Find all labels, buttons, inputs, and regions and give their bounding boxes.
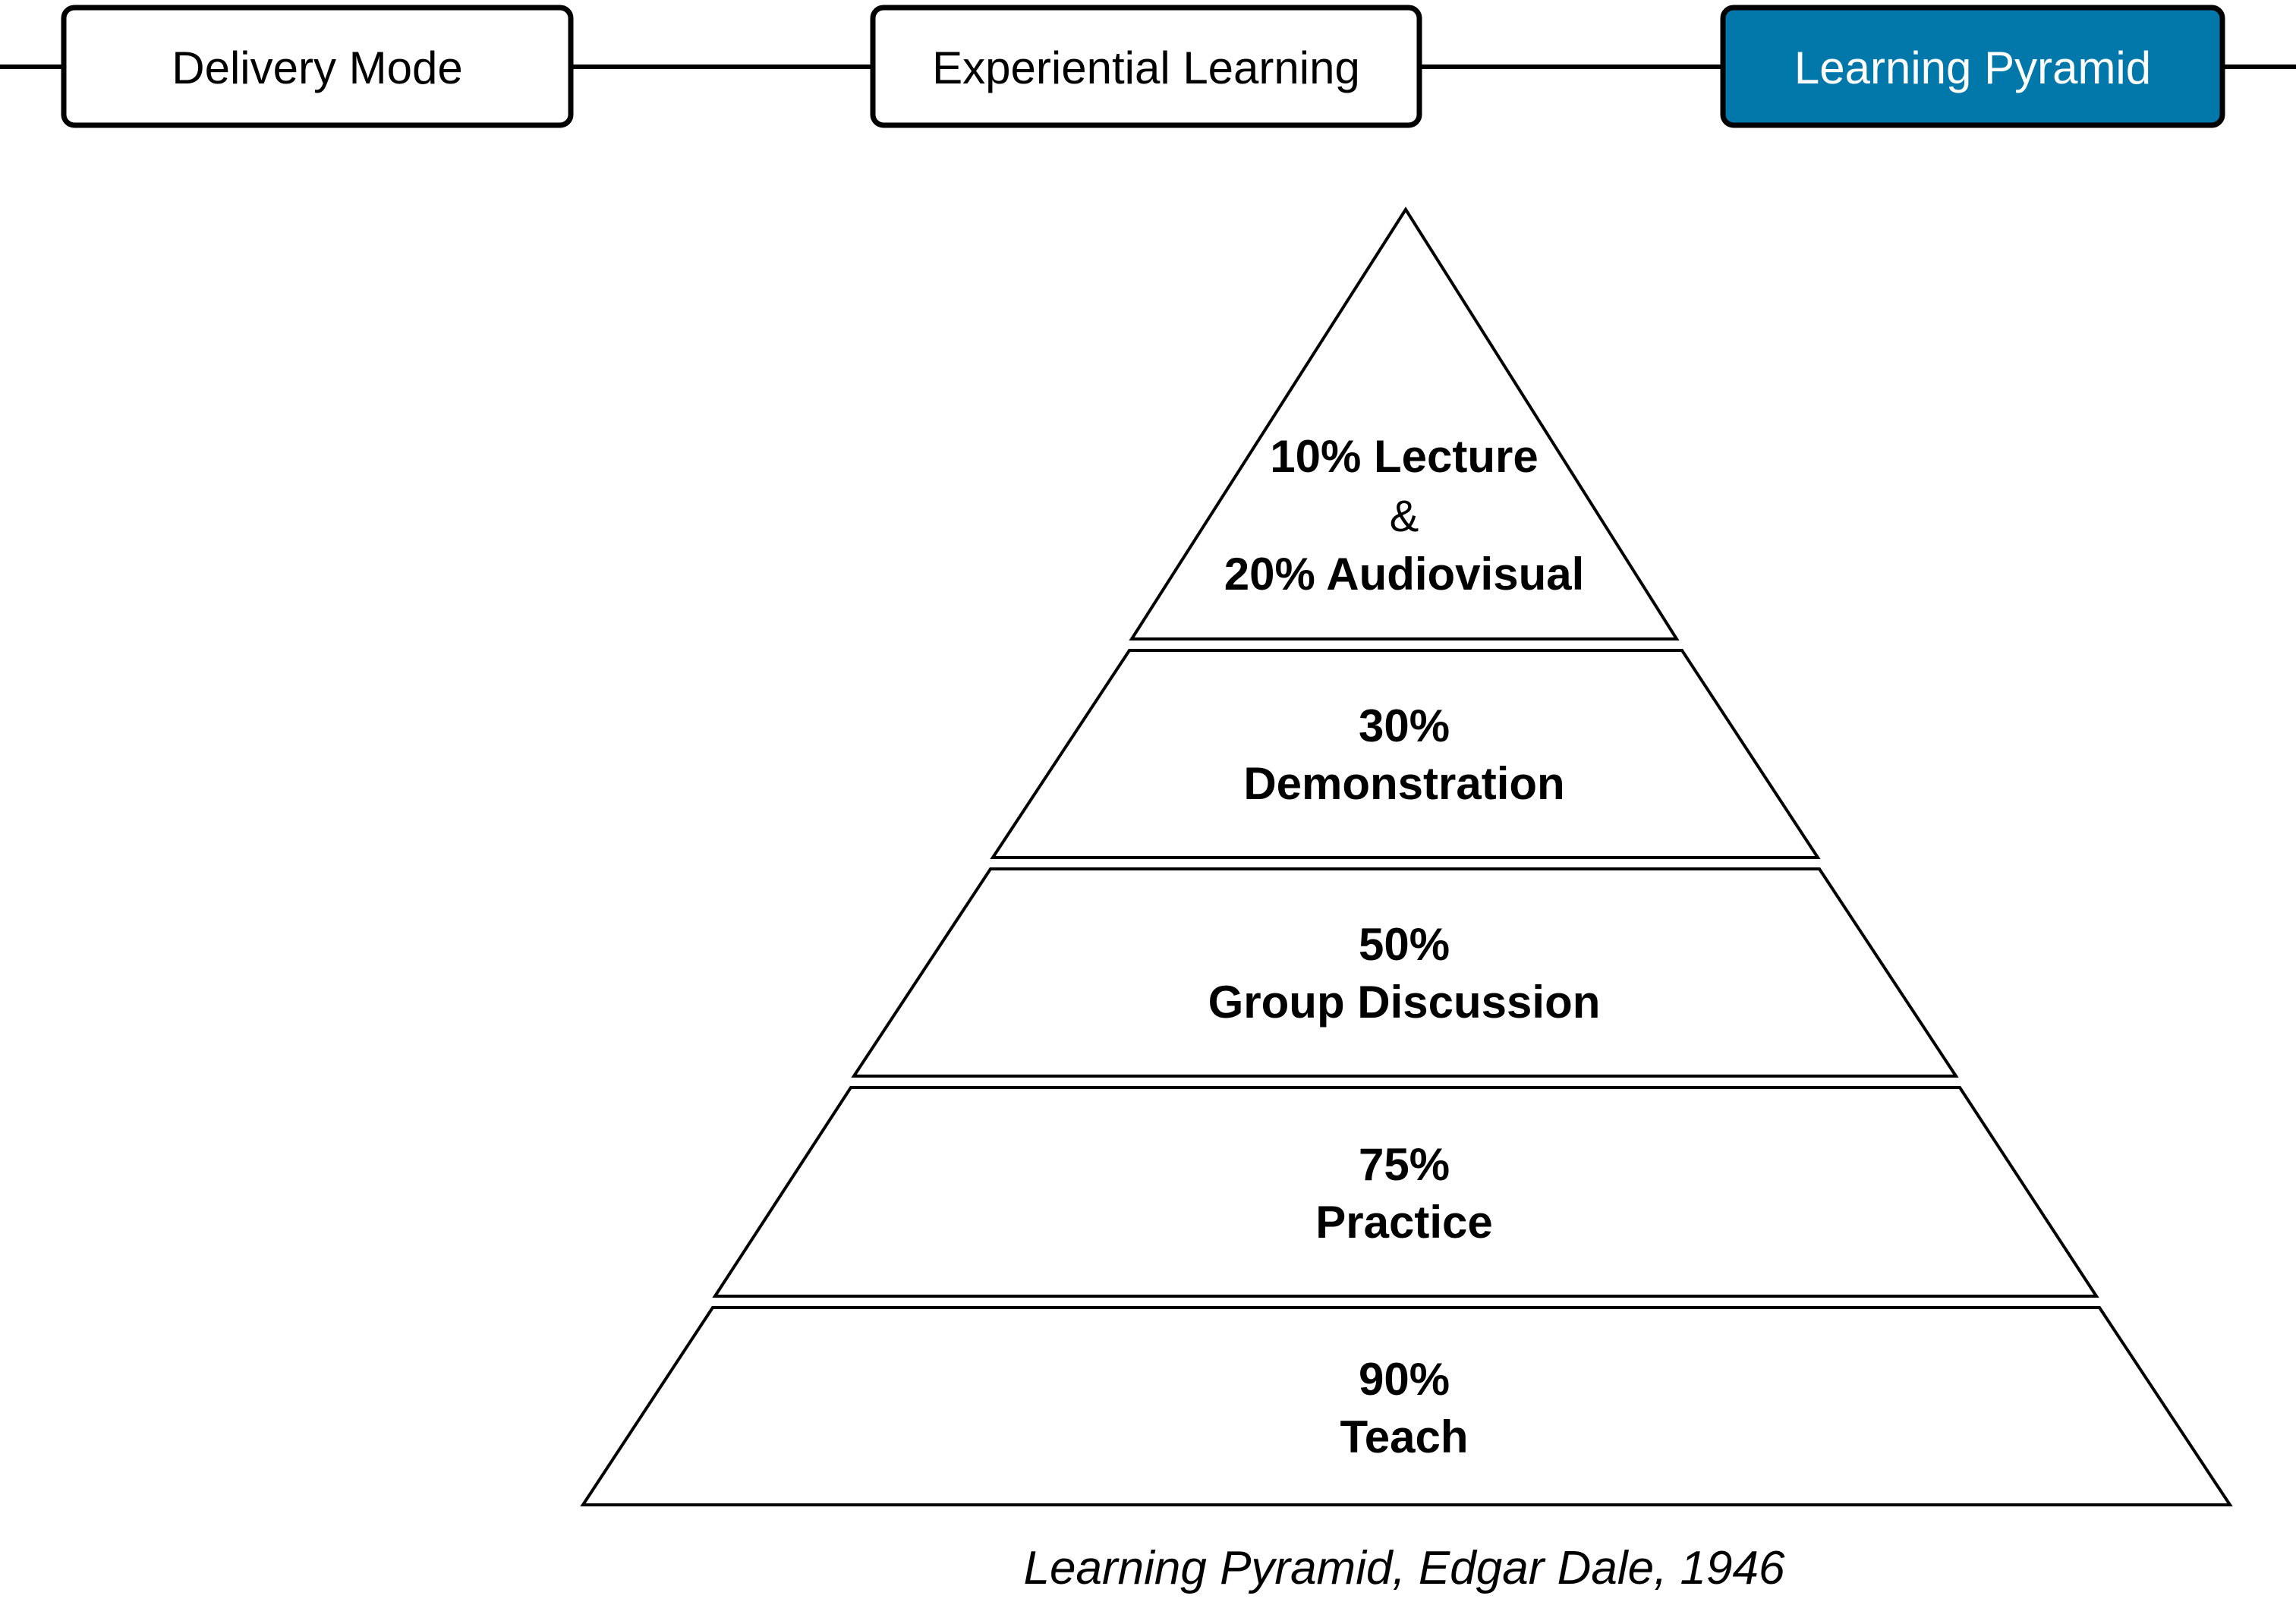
tier-group-discussion-percent: 50% [1359,919,1450,970]
tier-group-discussion-label: Group Discussion [1208,977,1601,1028]
nav-step-label: Delivery Mode [172,42,462,93]
nav-step-delivery-mode[interactable]: Delivery Mode [61,5,574,128]
pyramid-tier-practice [712,1086,2099,1298]
tier-practice-percent: 75% [1359,1139,1450,1190]
tier-teach-percent: 90% [1359,1354,1450,1405]
nav-step-box[interactable] [870,5,1422,128]
tier-demonstration-percent: 30% [1359,700,1450,751]
nav-step-box-active[interactable] [1720,5,2225,128]
nav-step-learning-pyramid[interactable]: Learning Pyramid [1720,5,2225,128]
pyramid-tier-top [1129,206,1680,640]
pyramid-tier-group-discussion [851,867,1959,1078]
nav-step-label: Experiential Learning [932,42,1360,93]
pyramid-tier-demonstration [990,649,1821,859]
pyramid-caption: Learning Pyramid, Edgar Dale, 1946 [1024,1542,1785,1594]
pyramid [580,206,2233,1506]
tier-demonstration-label: Demonstration [1243,758,1564,809]
pyramid-tier-teach [580,1306,2233,1506]
tier-top-ampersand: & [1390,492,1419,541]
nav-step-experiential-learning[interactable]: Experiential Learning [870,5,1422,128]
tier-practice-label: Practice [1315,1197,1493,1248]
tier-teach-label: Teach [1340,1412,1469,1462]
nav-step-box[interactable] [61,5,574,128]
nav-step-label: Learning Pyramid [1794,42,2151,93]
tier-top-line1: 10% Lecture [1270,431,1539,482]
tier-top-line3: 20% Audiovisual [1224,549,1585,600]
